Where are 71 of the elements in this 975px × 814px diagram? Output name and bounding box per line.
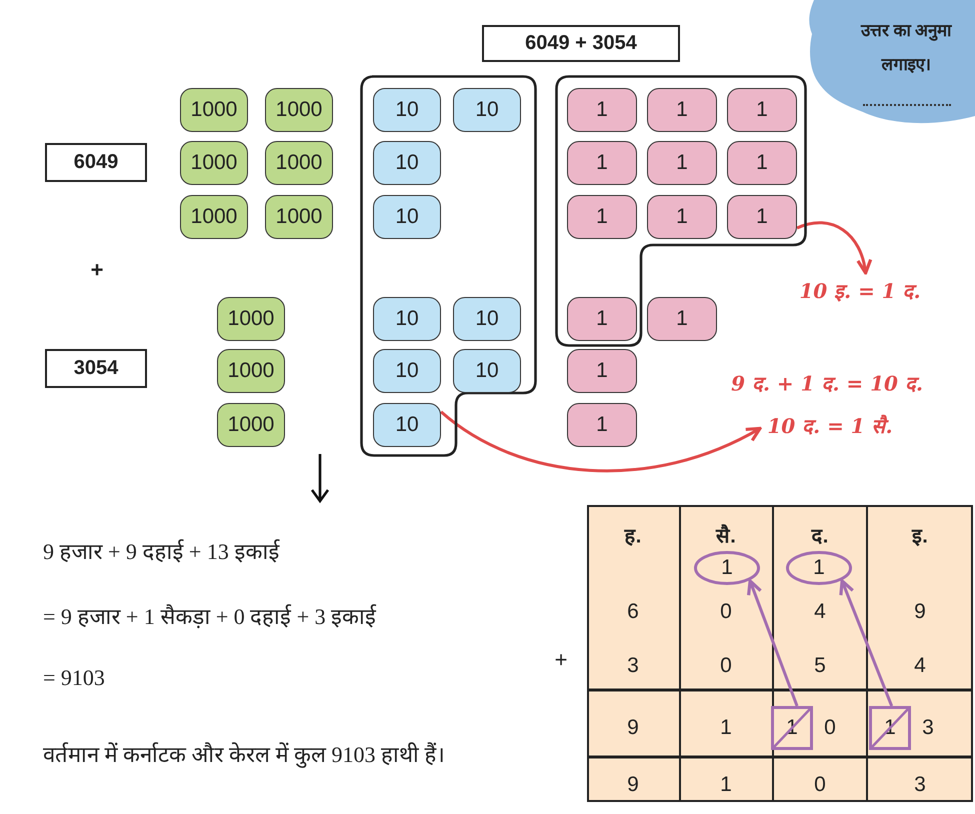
number-block: 1000 [180, 141, 248, 185]
equation-line: = 9103 [43, 665, 105, 691]
digit: 4 [914, 654, 926, 678]
equation-line: 9 हजार + 9 दहाई + 13 इकाई [43, 538, 280, 565]
number-block: 1 [567, 141, 637, 185]
equation-note: 9 द. + 1 द. = 10 द. [731, 370, 923, 396]
number-block: 1000 [217, 297, 285, 341]
number-block: 10 [373, 195, 441, 239]
number-block: 10 [373, 349, 441, 393]
digit: 0 [814, 773, 826, 797]
digit: 0 [720, 654, 732, 678]
prompt-text: उत्तर का अनुमा लगाइए। [860, 20, 953, 76]
arrow [747, 579, 798, 707]
number-block: 1000 [265, 195, 333, 239]
number-block: 10 [373, 141, 441, 185]
number-block: 1000 [217, 403, 285, 447]
number-block: 1 [727, 141, 797, 185]
number-block: 1 [727, 195, 797, 239]
number-block: 1000 [180, 195, 248, 239]
number-block: 1 [647, 297, 717, 341]
number-block: 1 [647, 195, 717, 239]
number-block: 1 [727, 88, 797, 132]
number-box: 6049 + 3054 [482, 25, 680, 62]
number-block: 1000 [265, 141, 333, 185]
digit: 3 [914, 773, 926, 797]
arrow [440, 410, 762, 472]
equation-note: 10 इ. = 1 द. [790, 273, 930, 307]
digit: 6 [627, 600, 639, 624]
number-block: 1 [567, 195, 637, 239]
plus-sign: + [554, 647, 568, 673]
arrow [796, 221, 872, 275]
number-block: 10 [453, 88, 521, 132]
digit: 3 [627, 654, 639, 678]
column-heading: द. [812, 524, 828, 548]
equation-line: वर्तमान में कर्नाटक और केरल में कुल 9103 हाथी हैं। [43, 741, 444, 768]
number-block: 1 [647, 88, 717, 132]
number-block: 1 [567, 403, 637, 447]
digit: 1 [720, 716, 732, 740]
digit: 3 [922, 716, 934, 740]
equation-line: = 9 हजार + 1 सैकड़ा + 0 दहाई + 3 इकाई [43, 603, 376, 630]
number-box: 6049 [45, 143, 147, 182]
number-block: 1 [567, 88, 637, 132]
column-heading: इ. [912, 524, 928, 548]
digit: 9 [627, 773, 639, 797]
plus-sign: + [90, 257, 104, 283]
number-block: 1 [647, 141, 717, 185]
group-outline [360, 75, 537, 457]
number-block: 10 [373, 403, 441, 447]
circled-digit: 1 [694, 551, 760, 585]
digit: 9 [627, 716, 639, 740]
circled-digit: 1 [786, 551, 852, 585]
number-block: 1000 [265, 88, 333, 132]
number-block: 1 [567, 349, 637, 393]
column-heading: ह. [624, 524, 642, 548]
digit: 1 [720, 773, 732, 797]
number-block: 10 [373, 297, 441, 341]
number-block: 10 [453, 297, 521, 341]
number-block: 10 [373, 88, 441, 132]
digit: 0 [720, 600, 732, 624]
number-block: 1000 [180, 88, 248, 132]
number-box: 3054 [45, 349, 147, 388]
equation-note: 10 द. = 1 सै. [760, 408, 900, 442]
digit: 5 [814, 654, 826, 678]
number-block: 1 [567, 297, 637, 341]
column-heading: सै. [716, 523, 736, 548]
number-block: 10 [453, 349, 521, 393]
arrow [839, 579, 894, 707]
digit: 4 [814, 600, 826, 624]
digit: 0 [824, 716, 836, 740]
number-block: 1000 [217, 349, 285, 393]
digit: 9 [914, 600, 926, 624]
